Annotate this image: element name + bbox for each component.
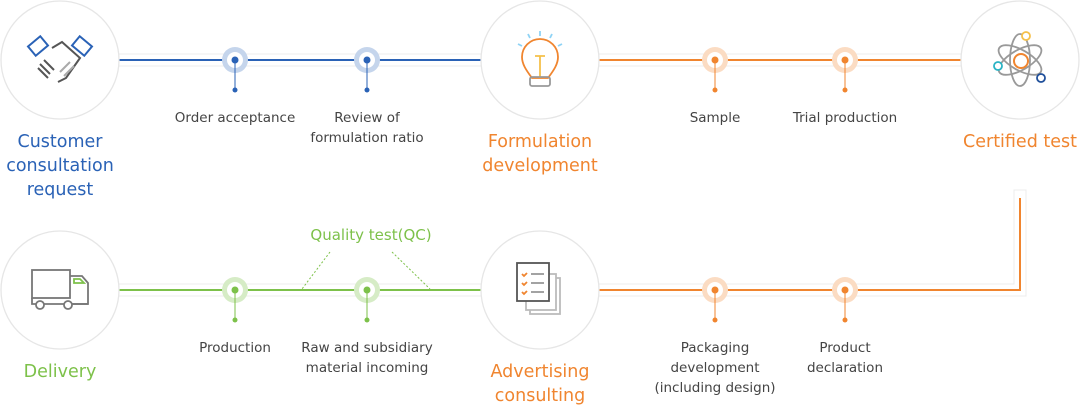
- label-line: Customer: [17, 132, 103, 152]
- node: [354, 47, 380, 93]
- lightbulb-icon: [517, 31, 563, 87]
- step-packaging: Packaging development (including design): [654, 338, 775, 398]
- stage-label-formulation: Formulation development: [482, 130, 597, 178]
- qc-label: Quality test(QC): [310, 226, 432, 244]
- atom-icon: [993, 31, 1046, 87]
- label-line: Production: [199, 340, 271, 356]
- node: [354, 277, 380, 323]
- label-line: Certified test: [963, 132, 1077, 152]
- step-sample: Sample: [690, 108, 741, 128]
- node: [702, 277, 728, 323]
- label-line: consulting: [494, 386, 586, 406]
- truck-icon: [31, 269, 89, 310]
- label-line: development: [482, 156, 598, 176]
- stage-label-advertising: Advertising consulting: [491, 360, 590, 408]
- node: [222, 47, 248, 93]
- label-line: Advertising: [490, 362, 590, 382]
- stage-circle: [0, 0, 120, 120]
- step-raw-material: Raw and subsidiary material incoming: [301, 338, 432, 378]
- label-line: Formulation: [487, 132, 593, 152]
- label-line: Product: [819, 340, 871, 356]
- label-line: declaration: [806, 360, 884, 376]
- node: [832, 277, 858, 323]
- step-production: Production: [199, 338, 271, 358]
- label-line: Raw and subsidiary: [301, 340, 433, 356]
- label-line: Delivery: [23, 362, 97, 382]
- step-trial-production: Trial production: [793, 108, 897, 128]
- label-line: development: [670, 360, 760, 376]
- label-line: (including design): [654, 380, 776, 396]
- label-line: Packaging: [680, 340, 750, 356]
- label-line: formulation ratio: [310, 130, 424, 146]
- step-order-acceptance: Order acceptance: [175, 108, 296, 128]
- label-line: request: [26, 180, 94, 200]
- stage-circle: [0, 230, 120, 350]
- label-line: consultation: [6, 156, 114, 176]
- node: [222, 277, 248, 323]
- stage-label-delivery: Delivery: [24, 360, 97, 384]
- label-line: Trial production: [792, 110, 898, 126]
- connector-line: [598, 198, 1021, 291]
- step-review-formulation: Review of formulation ratio: [310, 108, 423, 148]
- stage-label-customer-consultation: Customer consultation request: [6, 130, 114, 202]
- stage-circle: [960, 0, 1080, 120]
- label-line: Review of: [334, 110, 400, 126]
- checklist-icon: [516, 262, 561, 315]
- label-line: material incoming: [305, 360, 429, 376]
- label-line: Order acceptance: [174, 110, 296, 126]
- step-product-declaration: Product declaration: [807, 338, 883, 378]
- label-line: Sample: [689, 110, 741, 126]
- node: [702, 47, 728, 93]
- stage-label-certified-test: Certified test: [963, 130, 1077, 154]
- node: [832, 47, 858, 93]
- handshake-icon: [26, 34, 94, 83]
